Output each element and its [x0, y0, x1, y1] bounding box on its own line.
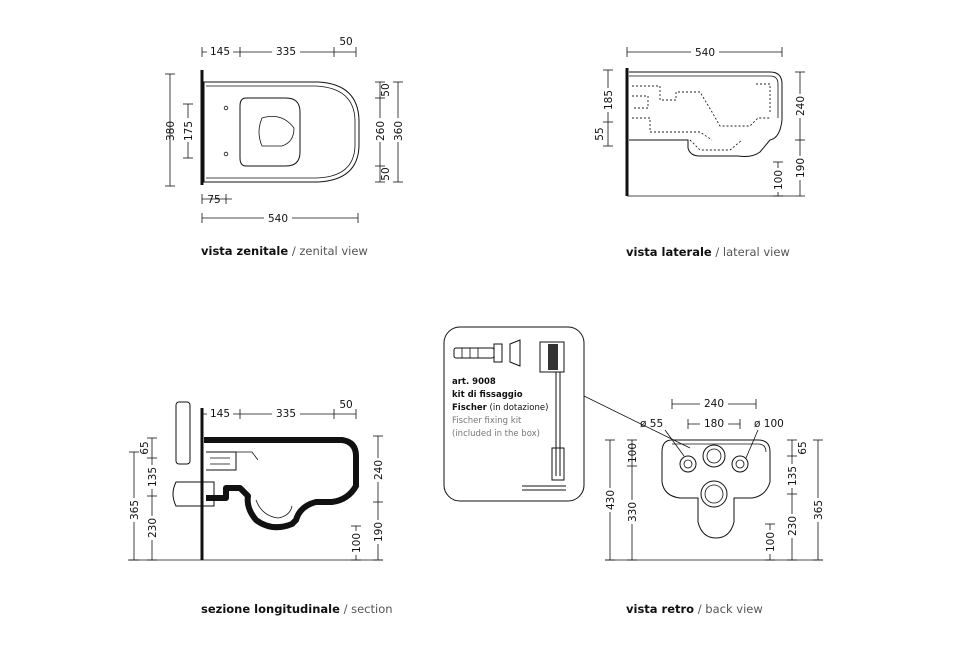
lateral-caption-light: / lateral view [715, 245, 789, 259]
zenital-bowl-outline [203, 81, 360, 183]
zenital-hole-top [223, 105, 229, 111]
back-dim-left-outer: 430 [605, 490, 617, 510]
zenital-bowl-rim [206, 85, 356, 179]
kit-bracket-icon [539, 341, 565, 373]
lateral-dim-left2: 55 [594, 127, 606, 140]
lateral-view-caption: vista laterale / lateral view [626, 245, 790, 259]
section-dim-right1: 240 [373, 460, 385, 480]
back-flush-inlet [702, 444, 726, 468]
kit-supplied-it: (in dotazione) [490, 403, 549, 413]
section-dim-left1: 65 [139, 441, 151, 454]
lateral-dim-right2: 190 [795, 158, 807, 178]
lateral-dim-right1: 240 [795, 96, 807, 116]
back-dim-top: 240 [704, 398, 724, 410]
back-dim-diameter-right: ø 100 [754, 418, 784, 430]
back-dim-right3: 230 [787, 516, 799, 536]
kit-article: art. 9008 [452, 377, 496, 387]
zenital-dim-left-outer: 380 [165, 121, 177, 141]
lateral-caption-bold: vista laterale [626, 245, 712, 259]
zenital-dim-left-inner: 175 [183, 121, 195, 141]
back-dim-left2: 330 [627, 502, 639, 522]
lateral-view: 540 185 55 240 190 100 vista laterale / … [594, 46, 807, 259]
lateral-dim-top: 540 [695, 47, 715, 59]
zenital-dim-right3: 50 [380, 167, 392, 180]
back-body-outline [661, 439, 771, 539]
zenital-view: 145 335 50 380 175 50 260 50 360 75 [165, 36, 405, 258]
section-dim-top3: 50 [339, 399, 352, 411]
section-caption-bold: sezione longitudinale [201, 602, 340, 616]
zenital-dim-top3: 50 [339, 36, 352, 48]
zenital-drain [258, 115, 295, 147]
zenital-dim-right-outer: 360 [393, 121, 405, 141]
kit-brand-line: Fischer (in dotazione) [452, 403, 548, 413]
back-dim-bottom: 100 [765, 532, 777, 552]
back-dim-mid: 180 [704, 418, 724, 430]
kit-anchor-icon [453, 347, 495, 359]
lateral-body-outline [629, 71, 783, 157]
zenital-dim-right2: 260 [375, 121, 387, 141]
back-caption-light: / back view [698, 602, 763, 616]
section-drain-pipe [172, 481, 215, 507]
zenital-caption-light: / zenital view [292, 244, 368, 258]
zenital-inner-opening [239, 97, 301, 167]
section-caption-light: / section [344, 602, 393, 616]
kit-leader-line [583, 395, 691, 449]
lateral-hidden-siphon [632, 85, 770, 127]
back-view: 240 180 ø 55 ø 100 430 100 330 65 135 23… [604, 397, 825, 616]
back-view-caption: vista retro / back view [626, 602, 763, 616]
section-dim-top1: 145 [210, 408, 230, 420]
back-dim-right2: 135 [787, 466, 799, 486]
section-dim-left3: 230 [147, 518, 159, 538]
back-dim-left1: 100 [627, 443, 639, 463]
section-view-caption: sezione longitudinale / section [201, 602, 393, 616]
section-dim-right3: 100 [351, 533, 363, 553]
kit-supplied-en: (included in the box) [452, 429, 540, 439]
kit-brand: Fischer [452, 403, 488, 413]
section-view: 145 335 50 365 65 135 230 240 190 100 [128, 399, 393, 616]
back-dim-right1: 65 [797, 441, 809, 454]
section-flush-pipe [175, 401, 191, 465]
back-inlet-left [679, 455, 697, 473]
section-dim-right2: 190 [373, 522, 385, 542]
section-bowl-shell [204, 437, 359, 531]
kit-title-it: kit di fissaggio [452, 390, 523, 400]
lateral-dim-left1: 185 [603, 90, 615, 110]
zenital-view-caption: vista zenitale / zenital view [201, 244, 368, 258]
zenital-dim-bottom-small: 75 [207, 194, 220, 206]
back-caption-bold: vista retro [626, 602, 694, 616]
fixing-kit-callout: art. 9008 kit di fissaggio Fischer (in d… [443, 326, 691, 502]
back-drain-outlet [700, 480, 728, 508]
back-dim-diameter-left: ø 55 [640, 418, 663, 430]
zenital-dim-top1: 145 [210, 46, 230, 58]
zenital-dim-top2: 335 [276, 46, 296, 58]
lateral-dim-right3: 100 [773, 170, 785, 190]
zenital-dim-right1: 50 [380, 83, 392, 96]
zenital-caption-bold: vista zenitale [201, 244, 288, 258]
back-inlet-right [731, 455, 749, 473]
section-dim-top2: 335 [276, 408, 296, 420]
section-dim-left-outer: 365 [129, 500, 141, 520]
back-dim-right-outer: 365 [813, 500, 825, 520]
section-dim-left2: 135 [147, 467, 159, 487]
kit-callout-box [443, 326, 585, 502]
zenital-dim-bottom: 540 [268, 213, 288, 225]
zenital-hole-bottom [223, 151, 229, 157]
kit-title-en: Fischer fixing kit [452, 416, 522, 426]
